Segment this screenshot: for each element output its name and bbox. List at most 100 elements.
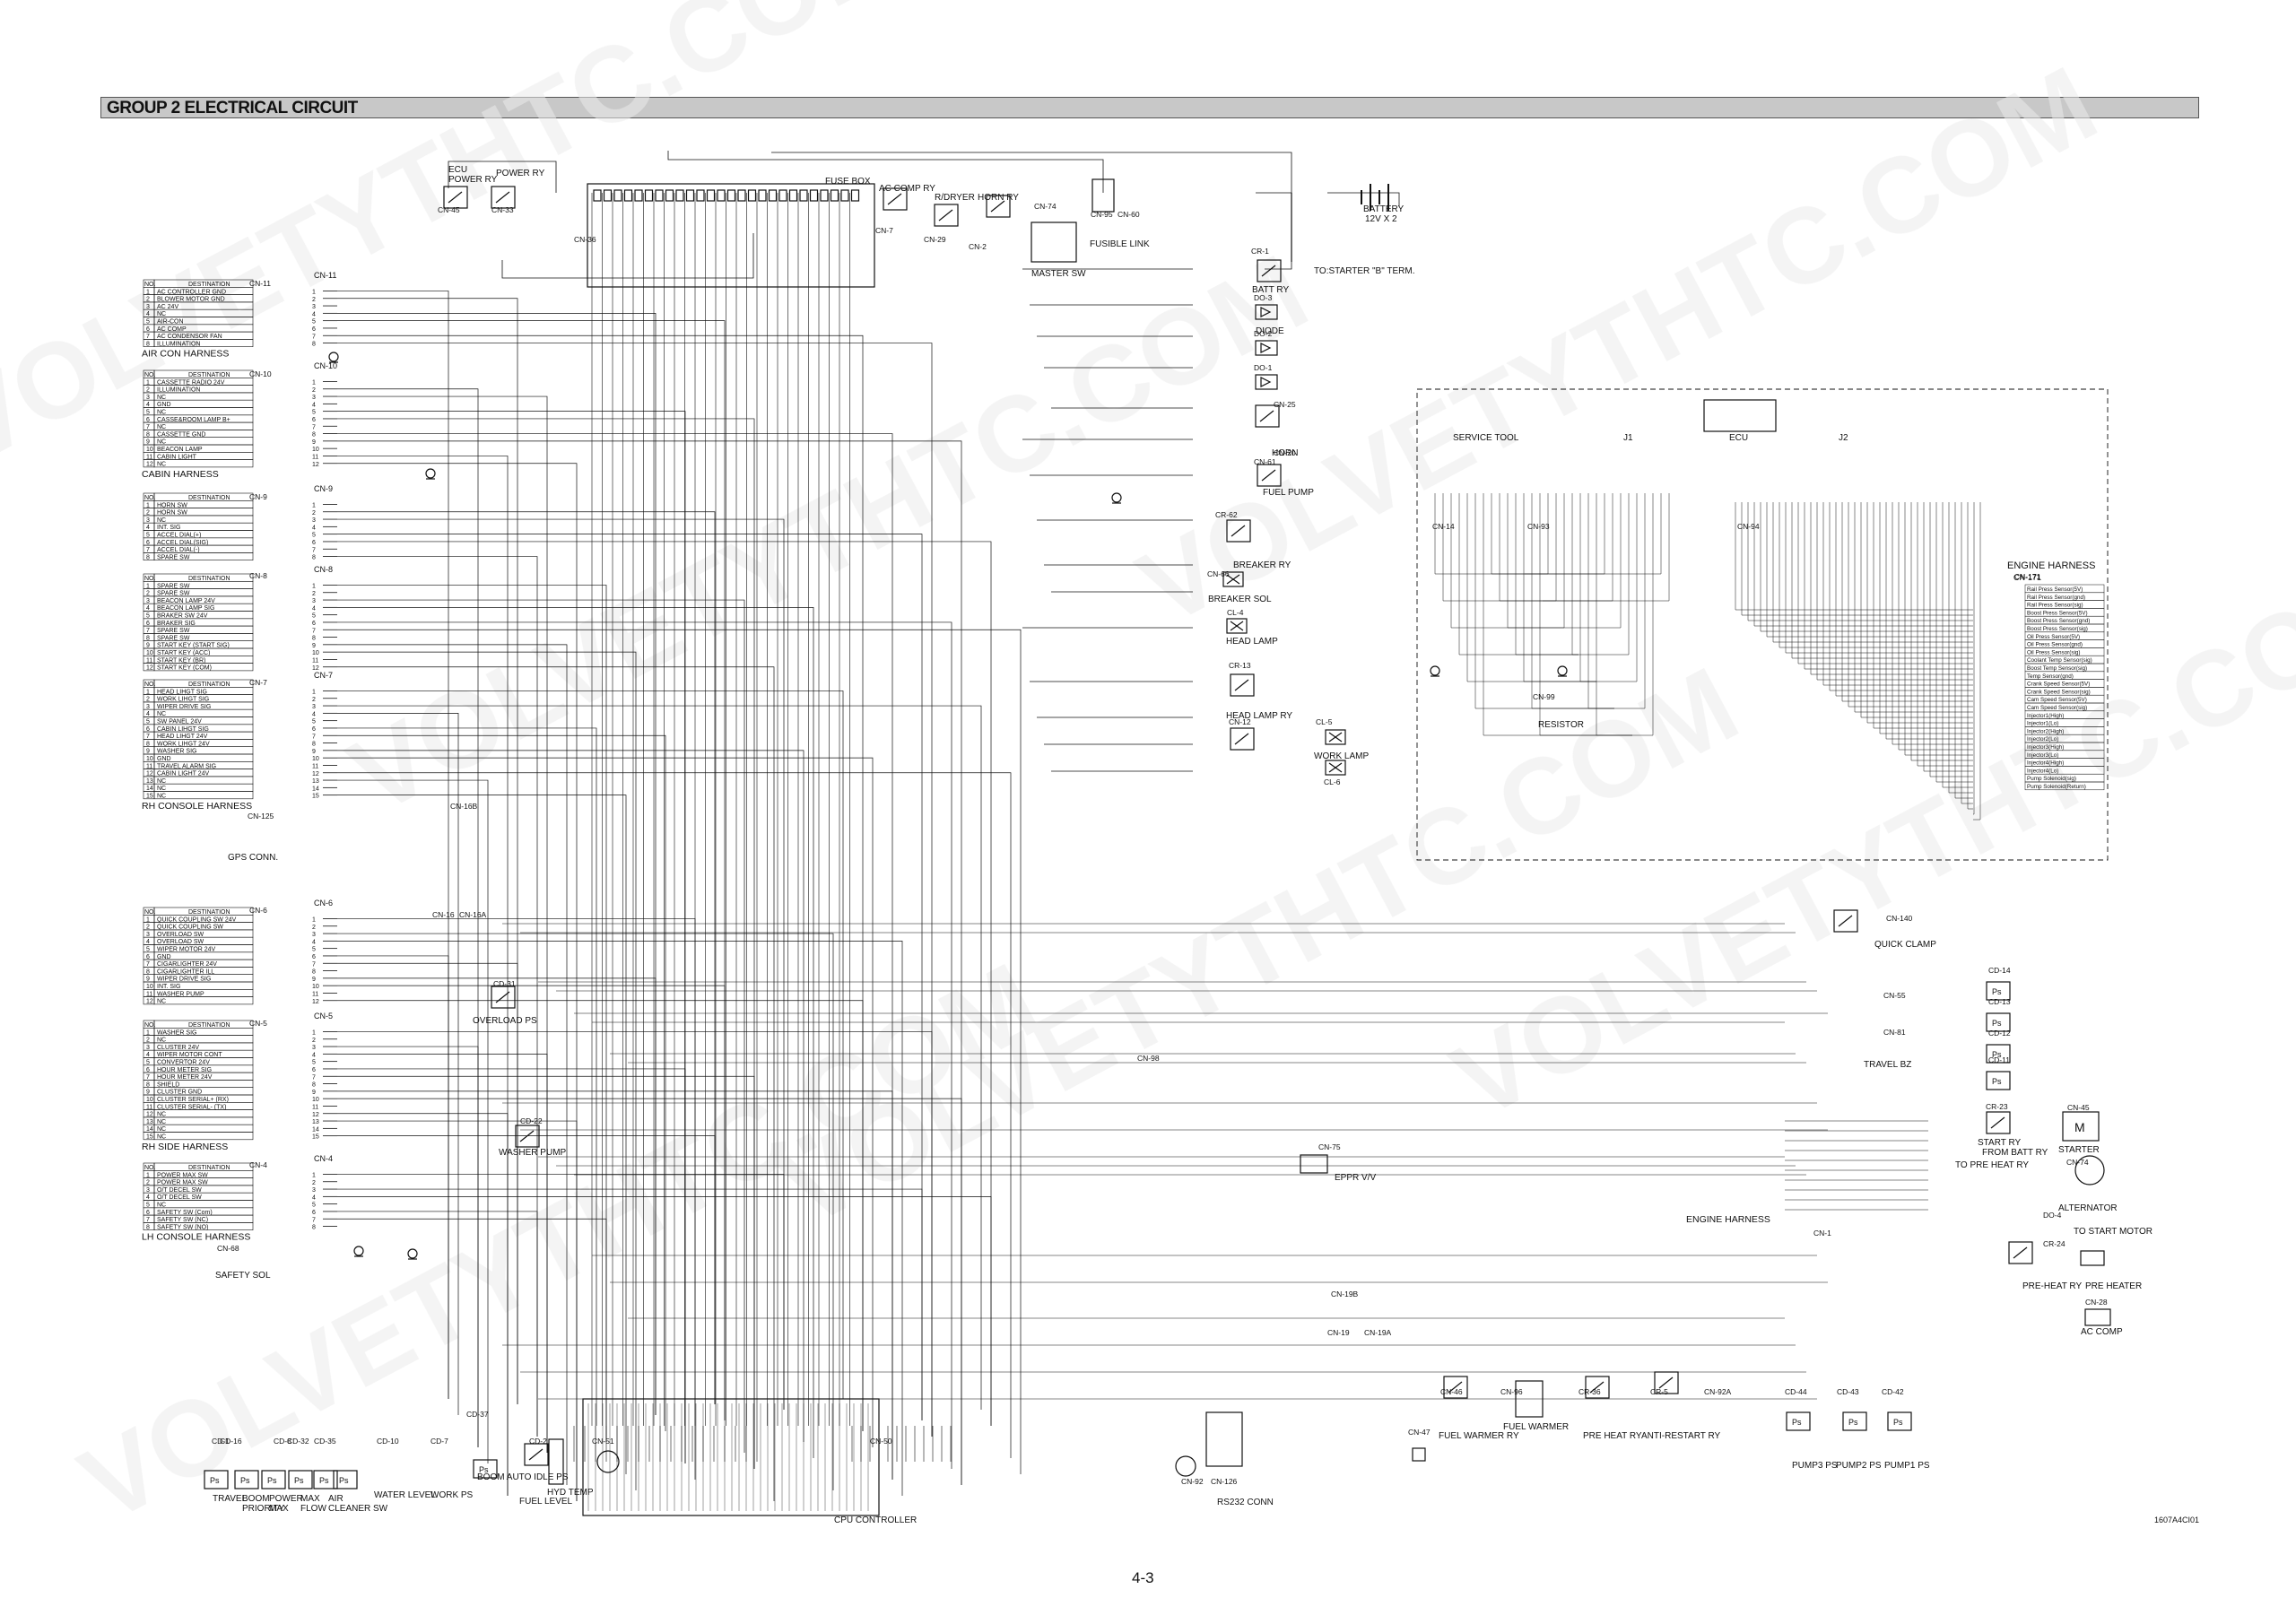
table-row-destination: WASHER SIG [157,749,196,755]
fuse-slot [623,189,633,202]
fuse-slot [603,189,613,202]
connector-pin-number: 7 [312,424,316,430]
relay-body [1585,1376,1610,1399]
table-row-no: 2 [146,510,150,517]
table-row-destination: CABIN LIGHT [157,454,197,460]
engine-pin-label: Pump Solenoid(Return) [2027,784,2086,790]
table-row-no: 4 [146,711,150,717]
wire [337,1174,785,1410]
pressure-switch-body [234,1470,259,1489]
master-switch-box [1031,221,1077,263]
table-header-no: NO. [144,372,156,378]
table-row-no: 12 [146,665,153,672]
table-row-no: 1 [146,502,150,508]
lamp-body [1325,729,1346,745]
table-row-no: 2 [146,387,150,394]
wire [1848,502,1973,708]
relay-contact [1261,265,1276,277]
connector-pin-number: 3 [312,598,316,604]
connector-pin-number: 7 [312,961,316,968]
harness-name: RH CONSOLE HARNESS [142,801,252,812]
connector-tag: CN-60 [1118,210,1140,219]
fuse-slot [726,189,736,202]
table-row-destination: WASHER SIG [157,1029,196,1036]
engine-pin-label: Boost Press Sensor(sig) [2027,626,2088,632]
wire [1515,493,1578,656]
label-work-ps: WORK PS [430,1490,474,1500]
table-row-no: 3 [146,932,150,938]
connector-tag: CN-25 [1274,400,1296,409]
cd-12: Ps [1986,1044,2011,1064]
table-row-no: 5 [146,410,150,416]
wire [1491,493,1525,575]
table-row-destination: START KEY (START SIG) [157,643,230,649]
table-row-destination: GND [157,402,171,408]
connector-tag: CD-8 [274,1437,291,1446]
fuse-slot [758,189,767,202]
table-row-no: 10 [146,650,153,656]
ground-symbol [407,1248,418,1260]
table-row-no: 8 [146,968,150,975]
table-header-destination: DESTINATION [188,576,230,582]
wire [1829,502,1973,691]
lamp-x [1328,732,1343,743]
connector-tag: CN-50 [870,1437,892,1446]
connector-tag: CN-5 [249,1019,267,1028]
wire [337,1031,933,1437]
table-row-no: 15 [146,1134,153,1141]
wire [1873,502,1973,729]
table-row-destination: CASSE&ROOM LAMP B+ [157,417,230,423]
table-row-no: 5 [146,613,150,620]
connector-tag: CR-24 [2043,1239,2066,1248]
connector-tag: CN-45 [438,205,460,214]
table-header-no: NO. [144,576,156,582]
wire [1973,502,1975,815]
table-row-destination: CIGARLIGHTER ILL [157,968,214,975]
relay-contact [887,193,902,205]
table-cell [153,1124,254,1133]
relay-contact [495,191,510,204]
wire-bundle [337,151,2109,1501]
table-row-destination: GND [157,954,171,960]
table-row-destination: HEAD LIHGT 24V [157,734,208,740]
wire [1327,192,1400,206]
table-row-destination: NC [157,786,166,792]
wire [1561,493,1565,629]
wire [337,727,597,1426]
connector-pin-number: 6 [312,726,316,733]
relay-contact [1448,1381,1463,1394]
table-row-no: 4 [146,525,150,531]
wire [1579,493,1596,682]
wire [1973,502,1981,821]
wire [1910,502,1973,761]
table-row-destination: INT. SIG [157,525,180,531]
table-row-no: 4 [146,605,150,612]
table-cell [153,783,254,792]
connector-tag: CN-16 [432,910,455,919]
connector-tag: DO-1 [1254,363,1273,372]
connector-tag: CD-37 [466,1410,489,1419]
cpu-controller-outline [582,1398,880,1516]
connector-tag: CR-13 [1229,661,1251,670]
table-row-destination: OVERLOAD SW [157,939,204,945]
connector-tag: CR-5 [1650,1387,1668,1396]
connector-pin-number: 12 [312,665,319,672]
table-header-no: NO. [144,282,156,288]
ps-label: Ps [319,1476,329,1485]
ps-label: Ps [1992,987,2002,996]
wire [1596,493,1638,682]
table-row-destination: BRAKER SW 24V [157,613,208,620]
connector-tag: CR-23 [1986,1102,2008,1111]
wire [1525,493,1549,575]
table-row-no: 7 [146,1074,150,1081]
relay-contact [448,191,463,204]
connector-pin-number: 4 [312,1194,316,1201]
table-row-no: 3 [146,1187,150,1194]
label-boom-priority: PRIORITY [242,1504,285,1514]
relay-body [1257,259,1282,282]
wire [1523,493,1596,682]
table-row-destination: CLUSTER GND [157,1090,202,1096]
relay-body [1255,404,1280,428]
connector-tag: CN-19B [1331,1290,1359,1298]
